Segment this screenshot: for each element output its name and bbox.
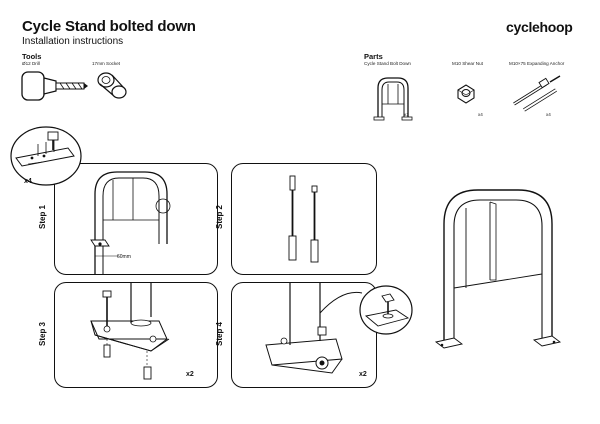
- step-2-illustration: [288, 175, 319, 263]
- tool-label-drill: Ø12 Drill: [22, 61, 40, 66]
- brand-logo: cyclehoop: [506, 19, 573, 35]
- part-qty-cycle-stand: x1: [404, 112, 409, 117]
- step-3-panel: x2: [54, 282, 218, 388]
- step-4-illustration: [265, 283, 363, 374]
- parts-heading: Parts: [364, 52, 383, 61]
- tools-heading: Tools: [22, 52, 42, 61]
- step-3-illustration: [90, 283, 170, 380]
- part-label-cycle-stand: Cycle Stand Bolt Down: [364, 61, 411, 66]
- step-3-multiplier: x2: [186, 371, 194, 378]
- step-1-dimension: 60mm: [117, 254, 131, 260]
- expanding-anchor-icon: [513, 75, 561, 112]
- socket-icon: [97, 72, 127, 99]
- cycle-stand-icon: [373, 77, 413, 121]
- step-4-panel: x2: [231, 282, 377, 388]
- document-title: Cycle Stand bolted down: [22, 18, 196, 35]
- step-4-label: Step 4: [215, 321, 224, 346]
- step-4-multiplier: x2: [359, 371, 367, 378]
- shear-nut-icon: [457, 84, 475, 104]
- part-qty-anchor: x4: [546, 112, 551, 117]
- step-1-illustration: [90, 171, 171, 274]
- part-label-shear-nut: M10 Shear Nut: [452, 61, 483, 66]
- step-1-label: Step 1: [38, 204, 47, 229]
- step-1-detail-callout: [10, 126, 82, 186]
- document-subtitle: Installation instructions: [22, 36, 124, 47]
- step-3-label: Step 3: [38, 321, 47, 346]
- drill-icon: [21, 71, 88, 101]
- step-1-panel: 60mm: [54, 163, 218, 275]
- step-1-detail-multiplier: x4: [24, 178, 32, 185]
- step-2-label: Step 2: [215, 204, 224, 229]
- step-2-panel: [231, 163, 377, 275]
- assembled-cycle-stand-illustration: [434, 189, 562, 349]
- tool-label-socket: 17mm Socket: [92, 61, 121, 66]
- part-label-anchor: M10×75 Expanding Anchor: [509, 61, 565, 66]
- step-4-detail-callout: [359, 285, 413, 335]
- part-qty-shear-nut: x4: [478, 112, 483, 117]
